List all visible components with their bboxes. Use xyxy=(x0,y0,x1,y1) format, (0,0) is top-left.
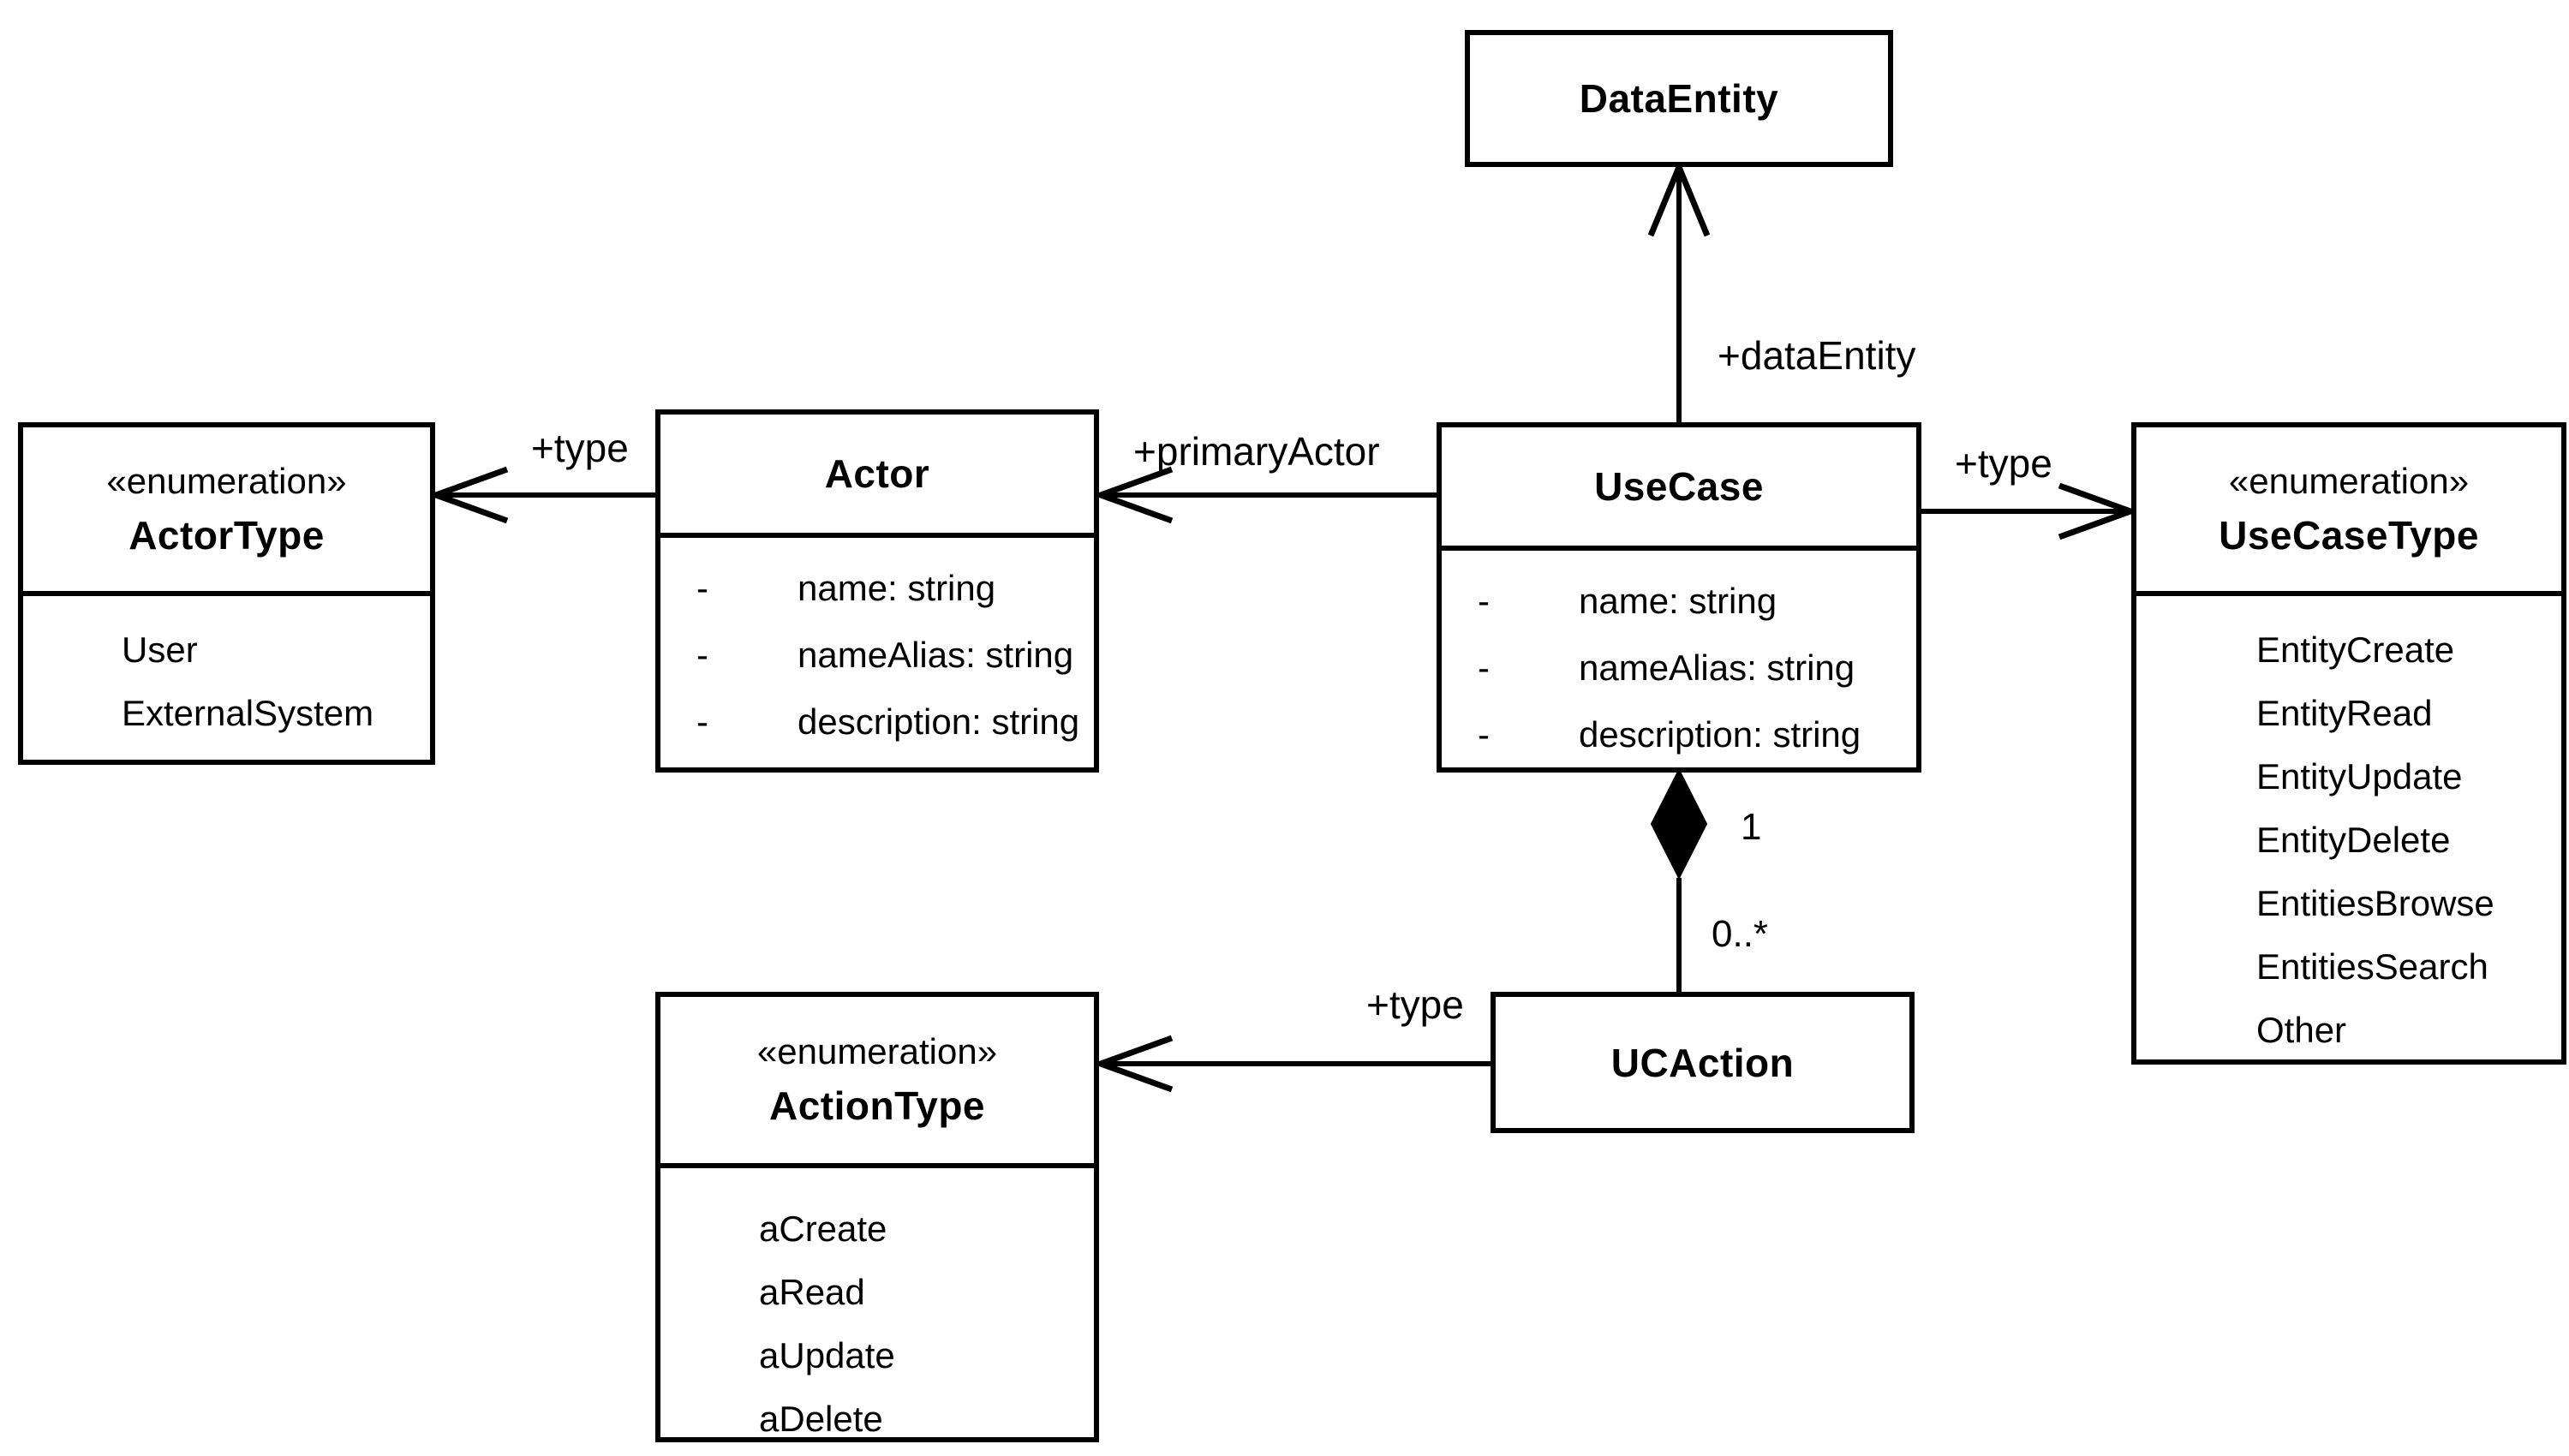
attribute-row: - description: string xyxy=(660,689,1094,755)
stereotype-label: «enumeration» xyxy=(106,460,347,501)
enum-actiontype-literals: aCreate aRead aUpdate aDelete xyxy=(660,1168,1094,1451)
open-arrowhead-actiontype-icon xyxy=(1091,1035,1174,1093)
attribute-text: name: string xyxy=(798,568,996,608)
enum-box-actortype: «enumeration» ActorType User ExternalSys… xyxy=(18,422,435,765)
role-label-primaryactor: +primaryActor xyxy=(1133,429,1380,474)
multiplicity-part: 0..* xyxy=(1712,913,1769,955)
enum-actiontype-header: «enumeration» ActionType xyxy=(660,997,1094,1168)
attribute-row: - nameAlias: string xyxy=(1442,635,1916,701)
enum-literal: EntityCreate xyxy=(2256,630,2455,670)
composition-diamond-icon xyxy=(1650,767,1708,880)
multiplicity-whole: 1 xyxy=(1741,806,1762,848)
attribute-row: - description: string xyxy=(1442,701,1916,768)
class-ucaction-title-compartment: UCAction xyxy=(1496,1040,1909,1086)
attribute-text: nameAlias: string xyxy=(1579,647,1855,688)
enum-literal: aCreate xyxy=(759,1208,887,1249)
attribute-row: - name: string xyxy=(660,555,1094,622)
enum-literal: EntityUpdate xyxy=(2256,756,2463,797)
attribute-row: - name: string xyxy=(1442,568,1916,635)
enum-literal: ExternalSystem xyxy=(122,693,374,733)
enum-usecasetype-header: «enumeration» UseCaseType xyxy=(2136,427,2561,596)
enum-name-actiontype: ActionType xyxy=(768,1083,986,1128)
enum-box-actiontype: «enumeration» ActionType aCreate aRead a… xyxy=(655,992,1099,1442)
attribute-visibility: - xyxy=(696,635,708,675)
attribute-text: description: string xyxy=(798,701,1080,742)
class-box-ucaction: UCAction xyxy=(1491,992,1915,1133)
enum-literal: User xyxy=(122,630,198,670)
enum-literal: aUpdate xyxy=(759,1335,895,1375)
role-label-actor-type: +type xyxy=(531,426,629,470)
enum-literal: EntityDelete xyxy=(2256,820,2451,860)
enum-actortype-header: «enumeration» ActorType xyxy=(23,427,430,596)
open-arrowhead-usecasetype-icon xyxy=(2058,482,2140,540)
stereotype-label: «enumeration» xyxy=(756,1031,998,1071)
enum-literal: Other xyxy=(2256,1010,2347,1050)
class-name-ucaction: UCAction xyxy=(1610,1040,1795,1085)
enum-usecasetype-literals: EntityCreate EntityRead EntityUpdate Ent… xyxy=(2136,596,2561,1062)
class-name-dataentity: DataEntity xyxy=(1579,76,1779,121)
enum-name-actortype: ActorType xyxy=(128,512,325,558)
class-name-usecase: UseCase xyxy=(1594,464,1764,509)
attribute-visibility: - xyxy=(1478,581,1490,621)
open-arrowhead-dataentity-icon xyxy=(1647,158,1711,237)
enum-literal: EntitiesBrowse xyxy=(2256,883,2494,923)
open-arrowhead-actortype-icon xyxy=(427,466,509,524)
stereotype-label: «enumeration» xyxy=(2228,460,2470,501)
enum-literal: EntitiesSearch xyxy=(2256,946,2488,987)
class-box-actor: Actor - name: string - nameAlias: string -… xyxy=(655,409,1099,773)
enum-box-usecasetype: «enumeration» UseCaseType EntityCreate E… xyxy=(2131,422,2566,1065)
class-box-usecase: UseCase - name: string - nameAlias: string… xyxy=(1437,422,1921,773)
attribute-visibility: - xyxy=(1478,714,1490,755)
enum-literal: aRead xyxy=(759,1272,865,1312)
role-label-usecase-type: +type xyxy=(1955,441,2052,486)
attribute-text: name: string xyxy=(1579,581,1777,621)
class-actor-attributes-compartment: - name: string - nameAlias: string - descri… xyxy=(660,538,1094,755)
attribute-text: description: string xyxy=(1579,714,1861,755)
open-arrowhead-actor-icon xyxy=(1091,466,1174,524)
attribute-visibility: - xyxy=(696,701,708,742)
class-usecase-attributes-compartment: - name: string - nameAlias: string - descri… xyxy=(1442,551,1916,768)
enum-literal: EntityRead xyxy=(2256,693,2433,733)
attribute-row: - nameAlias: string xyxy=(660,622,1094,689)
class-usecase-title-compartment: UseCase xyxy=(1442,427,1916,551)
enum-name-usecasetype: UseCaseType xyxy=(2219,512,2479,558)
attribute-visibility: - xyxy=(696,568,708,608)
class-box-dataentity: DataEntity xyxy=(1465,30,1893,167)
role-label-ucaction-type: +type xyxy=(1366,982,1464,1027)
class-dataentity-title-compartment: DataEntity xyxy=(1470,75,1888,122)
attribute-text: nameAlias: string xyxy=(798,635,1074,675)
role-label-dataentity: +dataEntity xyxy=(1718,333,1916,378)
enum-literal: aDelete xyxy=(759,1399,883,1439)
class-name-actor: Actor xyxy=(824,451,930,496)
enum-actortype-literals: User ExternalSystem xyxy=(23,596,430,745)
class-actor-title-compartment: Actor xyxy=(660,415,1094,538)
attribute-visibility: - xyxy=(1478,647,1490,688)
